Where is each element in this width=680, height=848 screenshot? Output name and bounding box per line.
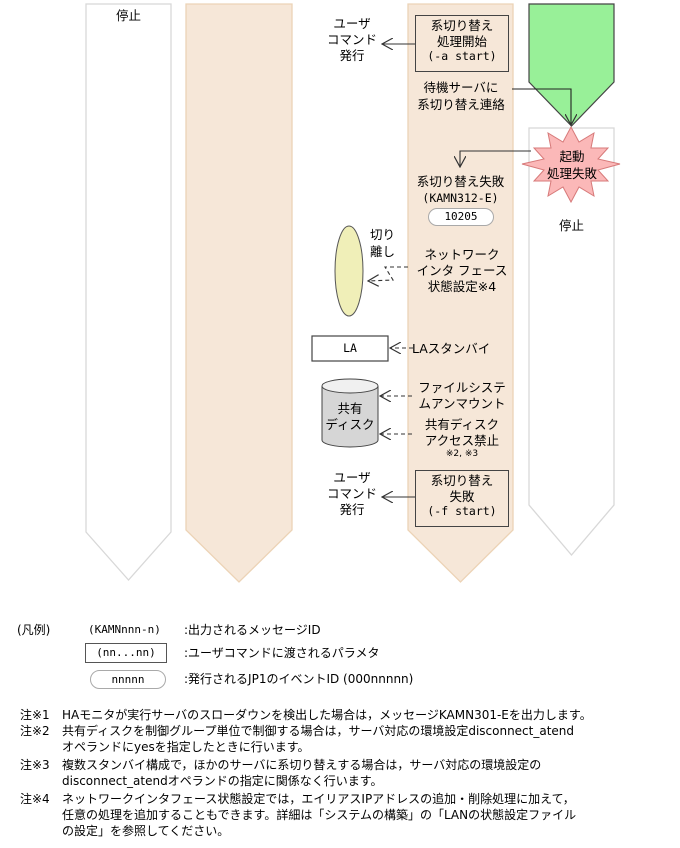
legend-param-desc: :ユーザコマンドに渡されるパラメタ — [184, 646, 380, 660]
note-label: 注※4 — [20, 792, 50, 806]
note-1: 注※1 HAモニタが実行サーバのスローダウンを検出した場合は，メッセージKAMN… — [20, 707, 592, 723]
note-4: 注※4 ネットワークインタフェース状態設定では，エイリアスIPアドレスの追加・削… — [20, 791, 576, 838]
legend-title: (凡例) — [17, 623, 51, 637]
box-line: 処理開始 — [436, 33, 487, 49]
text-line: 共有ディスク — [424, 417, 500, 432]
failure-report-arrow — [460, 150, 531, 167]
note-label: 注※3 — [20, 758, 50, 772]
text-line: ディスク — [325, 417, 375, 432]
note-2: 注※2 共有ディスクを制御グループ単位で制御する場合は，サーバ対応の環境設定di… — [20, 723, 574, 754]
note-line: オペランドにyesを指定したときに行います。 — [62, 740, 310, 754]
note-line: 共有ディスクを制御グループ単位で制御する場合は，サーバ対応の環境設定discon… — [62, 724, 575, 738]
green-startup-arrow — [528, 3, 615, 127]
note-line: ネットワークインタフェース状態設定では，エイリアスIPアドレスの追加・削除処理に… — [62, 792, 575, 806]
lane-2-orange — [185, 3, 293, 583]
user-command-line: ユーザ — [333, 470, 371, 485]
text-line: ファイルシステ — [418, 380, 506, 395]
legend-event-sample: nnnnn — [90, 670, 166, 689]
legend-message-id-sample: (KAMNnnn-n) — [88, 623, 161, 636]
lane-1-status: 停止 — [115, 8, 141, 23]
text-line: 共有 — [337, 401, 363, 416]
lane-4-standby-stopped — [528, 127, 615, 557]
note-text: ネットワークインタフェース状態設定では，エイリアスIPアドレスの追加・削除処理に… — [62, 791, 576, 839]
event-id-badge: 10205 — [428, 208, 494, 226]
switch-start-box: 系切り替え 処理開始 (-a start) — [415, 15, 509, 72]
text-line: 待機サーバに — [423, 80, 499, 95]
text-line: アクセス禁止 — [424, 433, 500, 448]
user-command-line: コマンド — [326, 486, 377, 501]
note-3: 注※3 複数スタンバイ構成で，ほかのサーバに系切り替えする場合は，サーバ対応の環… — [20, 757, 541, 788]
legend-message-id-desc: :出力されるメッセージID — [184, 623, 321, 637]
user-command-line: 発行 — [339, 48, 365, 63]
box-param: (-f start) — [427, 504, 497, 518]
note-line: HAモニタが実行サーバのスローダウンを検出した場合は，メッセージKAMN301-… — [62, 708, 592, 722]
box-line: 系切り替え — [430, 18, 494, 33]
disk-access-deny-note: ※2, ※3 — [445, 449, 479, 459]
disconnect-label: 切り 離し — [370, 226, 400, 260]
fs-unmount-text: ファイルシステ ムアンマウント — [410, 380, 514, 412]
text-line: 起動 — [559, 149, 585, 164]
note-label: 注※2 — [20, 724, 50, 738]
switch-fail-box: 系切り替え 失敗 (-f start) — [415, 470, 509, 527]
box-line: 系切り替え — [430, 473, 494, 488]
shared-disk-cylinder — [321, 386, 379, 448]
note-label: 注※1 — [20, 708, 50, 722]
user-command-line: 発行 — [339, 502, 365, 517]
notify-standby-text: 待機サーバに 系切り替え連絡 — [409, 79, 513, 113]
legend-param-sample: (nn...nn) — [85, 643, 167, 663]
la-box-label: LA — [343, 341, 357, 355]
text-line: 離し — [370, 244, 396, 259]
note-line: 任意の処理を追加することもできます。詳細は「システムの構築」の「LANの状態設定… — [62, 808, 577, 822]
note-text: 共有ディスクを制御グループ単位で制御する場合は，サーバ対応の環境設定discon… — [62, 723, 574, 755]
startup-failure-burst-icon — [521, 125, 621, 204]
lane-4-status: 停止 — [558, 218, 584, 233]
switch-failed-text: 系切り替え失敗 (KAMN312-E) — [408, 173, 513, 207]
disconnect-arrow — [368, 266, 408, 281]
note-line: 複数スタンバイ構成で，ほかのサーバに系切り替えする場合は，サーバ対応の環境設定の — [62, 758, 542, 772]
la-box — [311, 335, 389, 362]
user-command-label-1: ユーザ コマンド 発行 — [322, 16, 382, 64]
text-line: 系切り替え連絡 — [417, 97, 505, 112]
text-line: ネットワーク — [424, 247, 500, 262]
notify-standby-connector — [512, 88, 572, 124]
startup-failure-text: 起動 処理失敗 — [534, 148, 610, 182]
text-line: 切り — [370, 227, 396, 242]
legend-event-desc: :発行されるJP1のイベントID (000nnnnn) — [184, 672, 414, 686]
lane-1-stopped — [85, 3, 172, 581]
message-id: (KAMN312-E) — [422, 191, 499, 205]
lane-3-active-server — [407, 3, 514, 583]
la-standby-text: LAスタンバイ — [412, 341, 491, 356]
text-line: 系切り替え失敗 — [416, 174, 505, 189]
text-line: インタ フェース — [416, 263, 508, 278]
user-command-line: ユーザ — [333, 16, 371, 31]
note-line: disconnect_atendオペランドの指定に関係なく行います。 — [62, 774, 383, 788]
text-line: 状態設定※4 — [427, 279, 497, 294]
text-line: ムアンマウント — [418, 396, 506, 411]
note-line: の設定」を参照してください。 — [62, 824, 230, 838]
note-text: HAモニタが実行サーバのスローダウンを検出した場合は，メッセージKAMN301-… — [62, 707, 592, 723]
box-param: (-a start) — [427, 49, 497, 63]
box-line: 失敗 — [449, 488, 475, 504]
note-text: 複数スタンバイ構成で，ほかのサーバに系切り替えする場合は，サーバ対応の環境設定の… — [62, 757, 541, 789]
user-command-label-2: ユーザ コマンド 発行 — [322, 470, 382, 518]
text-line: 処理失敗 — [546, 166, 597, 181]
disk-access-deny-text: 共有ディスク アクセス禁止 — [410, 417, 514, 449]
shared-disk-label: 共有 ディスク — [320, 401, 380, 433]
network-interface-ellipse — [334, 225, 364, 317]
user-command-line: コマンド — [326, 32, 377, 47]
network-if-state-text: ネットワーク インタ フェース 状態設定※4 — [410, 247, 514, 295]
